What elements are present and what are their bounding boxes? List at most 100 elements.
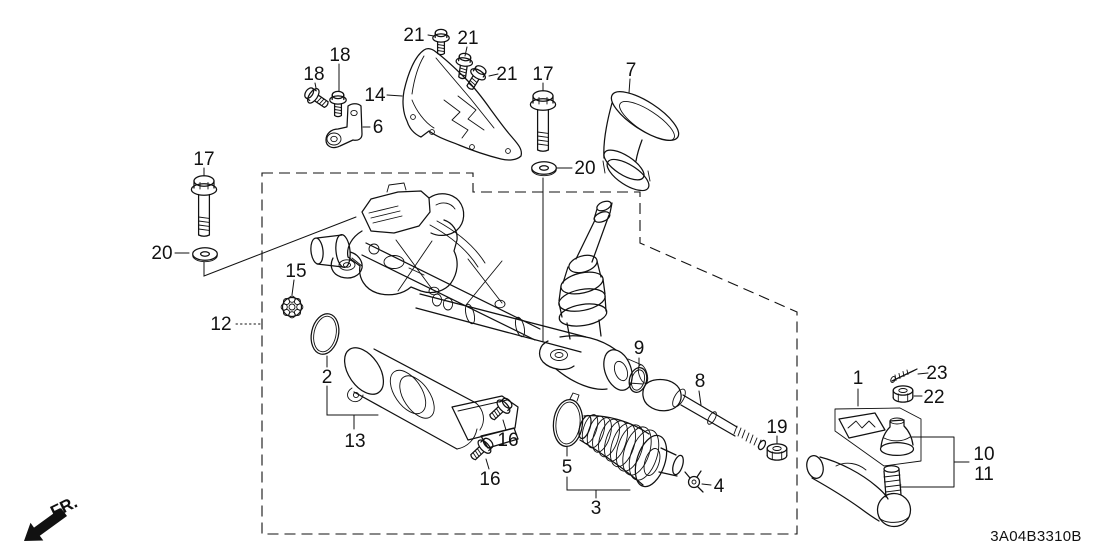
part-pin-23-art: [894, 369, 909, 381]
group-12-dashed-boundary: [261, 172, 798, 535]
part-heat-shield-14-art: [402, 48, 523, 161]
leader-lines-art: [203, 216, 357, 277]
part-gearbox-assembly-12-art: [310, 237, 324, 265]
leader-lines-art: [698, 390, 702, 406]
part-gearbox-assembly-12-art: [342, 262, 352, 268]
part-boot-3-art: [598, 418, 620, 458]
part-clip-4-art: [684, 470, 704, 493]
part-motor-13-art: [451, 395, 519, 441]
part-clip-4-art: [687, 475, 701, 489]
part-gearbox-assembly-12-art: [613, 360, 629, 382]
part-tie-rod-end-10-11: [806, 455, 912, 528]
label-1: 1: [853, 368, 864, 389]
leader-lines-art: [291, 279, 295, 296]
part-gearbox-assembly-12-art: [429, 220, 486, 268]
part-motor-13-art: [347, 387, 364, 403]
part-star-washer-15-art: [282, 308, 291, 317]
part-boot-3-art: [615, 424, 645, 472]
label-17-left: 17: [193, 149, 214, 170]
part-motor-13-art: [352, 391, 360, 399]
part-gearbox-assembly-12-art: [550, 349, 568, 361]
leader-lines-art: [485, 458, 490, 470]
label-9: 9: [634, 338, 645, 359]
part-boot-7-art: [619, 101, 675, 141]
part-heat-shield-14-art: [443, 95, 485, 139]
part-oring-9-art: [628, 367, 648, 393]
part-star-washer-15-art: [293, 297, 302, 306]
part-gearbox-assembly-12-art: [558, 303, 608, 327]
label-19: 19: [766, 417, 787, 438]
part-boot-3-art: [643, 448, 661, 476]
part-motor-13-art: [457, 399, 508, 412]
part-boot-3-art: [628, 429, 660, 481]
part-bracket-6-art: [325, 103, 363, 149]
part-gearbox-assembly-12-art: [435, 202, 456, 210]
fr-direction-indicator: FR.: [24, 493, 80, 541]
part-gearbox-assembly-12-art: [494, 299, 506, 309]
label-16-a: 16: [497, 430, 518, 451]
label-16-b: 16: [479, 469, 500, 490]
part-motor-13-art: [389, 369, 427, 415]
part-boot-7: [602, 91, 680, 192]
part-boot-7-art: [603, 149, 645, 181]
part-gearbox-assembly-12-art: [361, 190, 431, 234]
part-oring-9: [628, 367, 648, 393]
part-gearbox-assembly-12-art: [368, 205, 403, 224]
label-5: 5: [562, 457, 573, 478]
leader-lines-art: [326, 385, 379, 430]
part-tie-rod-end-10-11-art: [876, 492, 912, 528]
part-motor-13-art: [353, 348, 477, 450]
part-boot-3-art: [604, 420, 628, 462]
part-tie-rod-end-10-11-art: [883, 474, 902, 493]
leader-lines-art: [314, 82, 317, 89]
label-20-left: 20: [151, 243, 172, 264]
label-17-right: 17: [532, 64, 553, 85]
part-inner-tie-rod-8-art: [733, 425, 762, 448]
part-gearbox-assembly-12-art: [558, 278, 606, 302]
part-tie-rod-end-10-11-art: [811, 477, 880, 522]
part-dust-boot-1-art: [880, 419, 914, 448]
part-gearbox-assembly-12: [310, 182, 649, 391]
part-gearbox-assembly-12-art: [330, 251, 363, 279]
part-band-5-art: [552, 398, 584, 448]
label-12: 12: [210, 314, 231, 335]
part-gearbox-assembly-12-art: [538, 340, 575, 371]
leader-lines-art: [628, 78, 631, 94]
part-motor-13-art: [480, 427, 519, 449]
label-2: 2: [322, 367, 333, 388]
part-bracket-6: [325, 103, 363, 149]
part-boot-3-art: [586, 415, 606, 449]
part-gearbox-assembly-12-art: [637, 364, 649, 384]
part-star-washer-15-art: [282, 297, 291, 306]
part-star-washer-15-art: [281, 296, 303, 318]
part-boot-3-art: [658, 447, 678, 477]
bolt-18-b: [301, 83, 333, 113]
diagram-code: 3A04B3310B: [990, 528, 1081, 545]
part-gearbox-assembly-12-art: [386, 182, 407, 193]
part-tie-rod-end-10-11-art: [878, 516, 910, 523]
part-tie-rod-end-10-11-art: [883, 465, 900, 473]
part-boot-3-art: [672, 454, 684, 476]
part-dust-boot-1-art: [883, 436, 911, 442]
washer-20-right: [531, 161, 557, 177]
leader-lines-art: [701, 483, 712, 486]
part-inner-tie-rod-8-art: [707, 411, 717, 425]
washer-20-left: [192, 247, 218, 263]
part-boot-3: [578, 414, 684, 488]
part-heat-shield-14-art: [505, 148, 511, 154]
part-bracket-6-art: [330, 135, 338, 143]
part-band-5-art: [555, 401, 581, 445]
part-motor-13-art: [343, 347, 385, 395]
label-3: 3: [591, 498, 602, 519]
part-bracket-6-art: [326, 132, 342, 146]
part-inner-tie-rod-8-art: [757, 439, 767, 451]
part-number-labels: 21 21 21 18 18 14 6 17 20 7 17 20 15 12 …: [151, 25, 994, 519]
part-band-5: [552, 392, 584, 448]
part-boot-3-art: [592, 417, 612, 453]
part-pin-23: [890, 368, 918, 383]
label-10: 10: [973, 444, 994, 465]
part-boot-7-art: [602, 160, 651, 182]
bolt-17-right: [529, 90, 557, 152]
part-boot-7-art: [603, 102, 643, 162]
part-gearbox-assembly-12-art: [428, 193, 465, 237]
